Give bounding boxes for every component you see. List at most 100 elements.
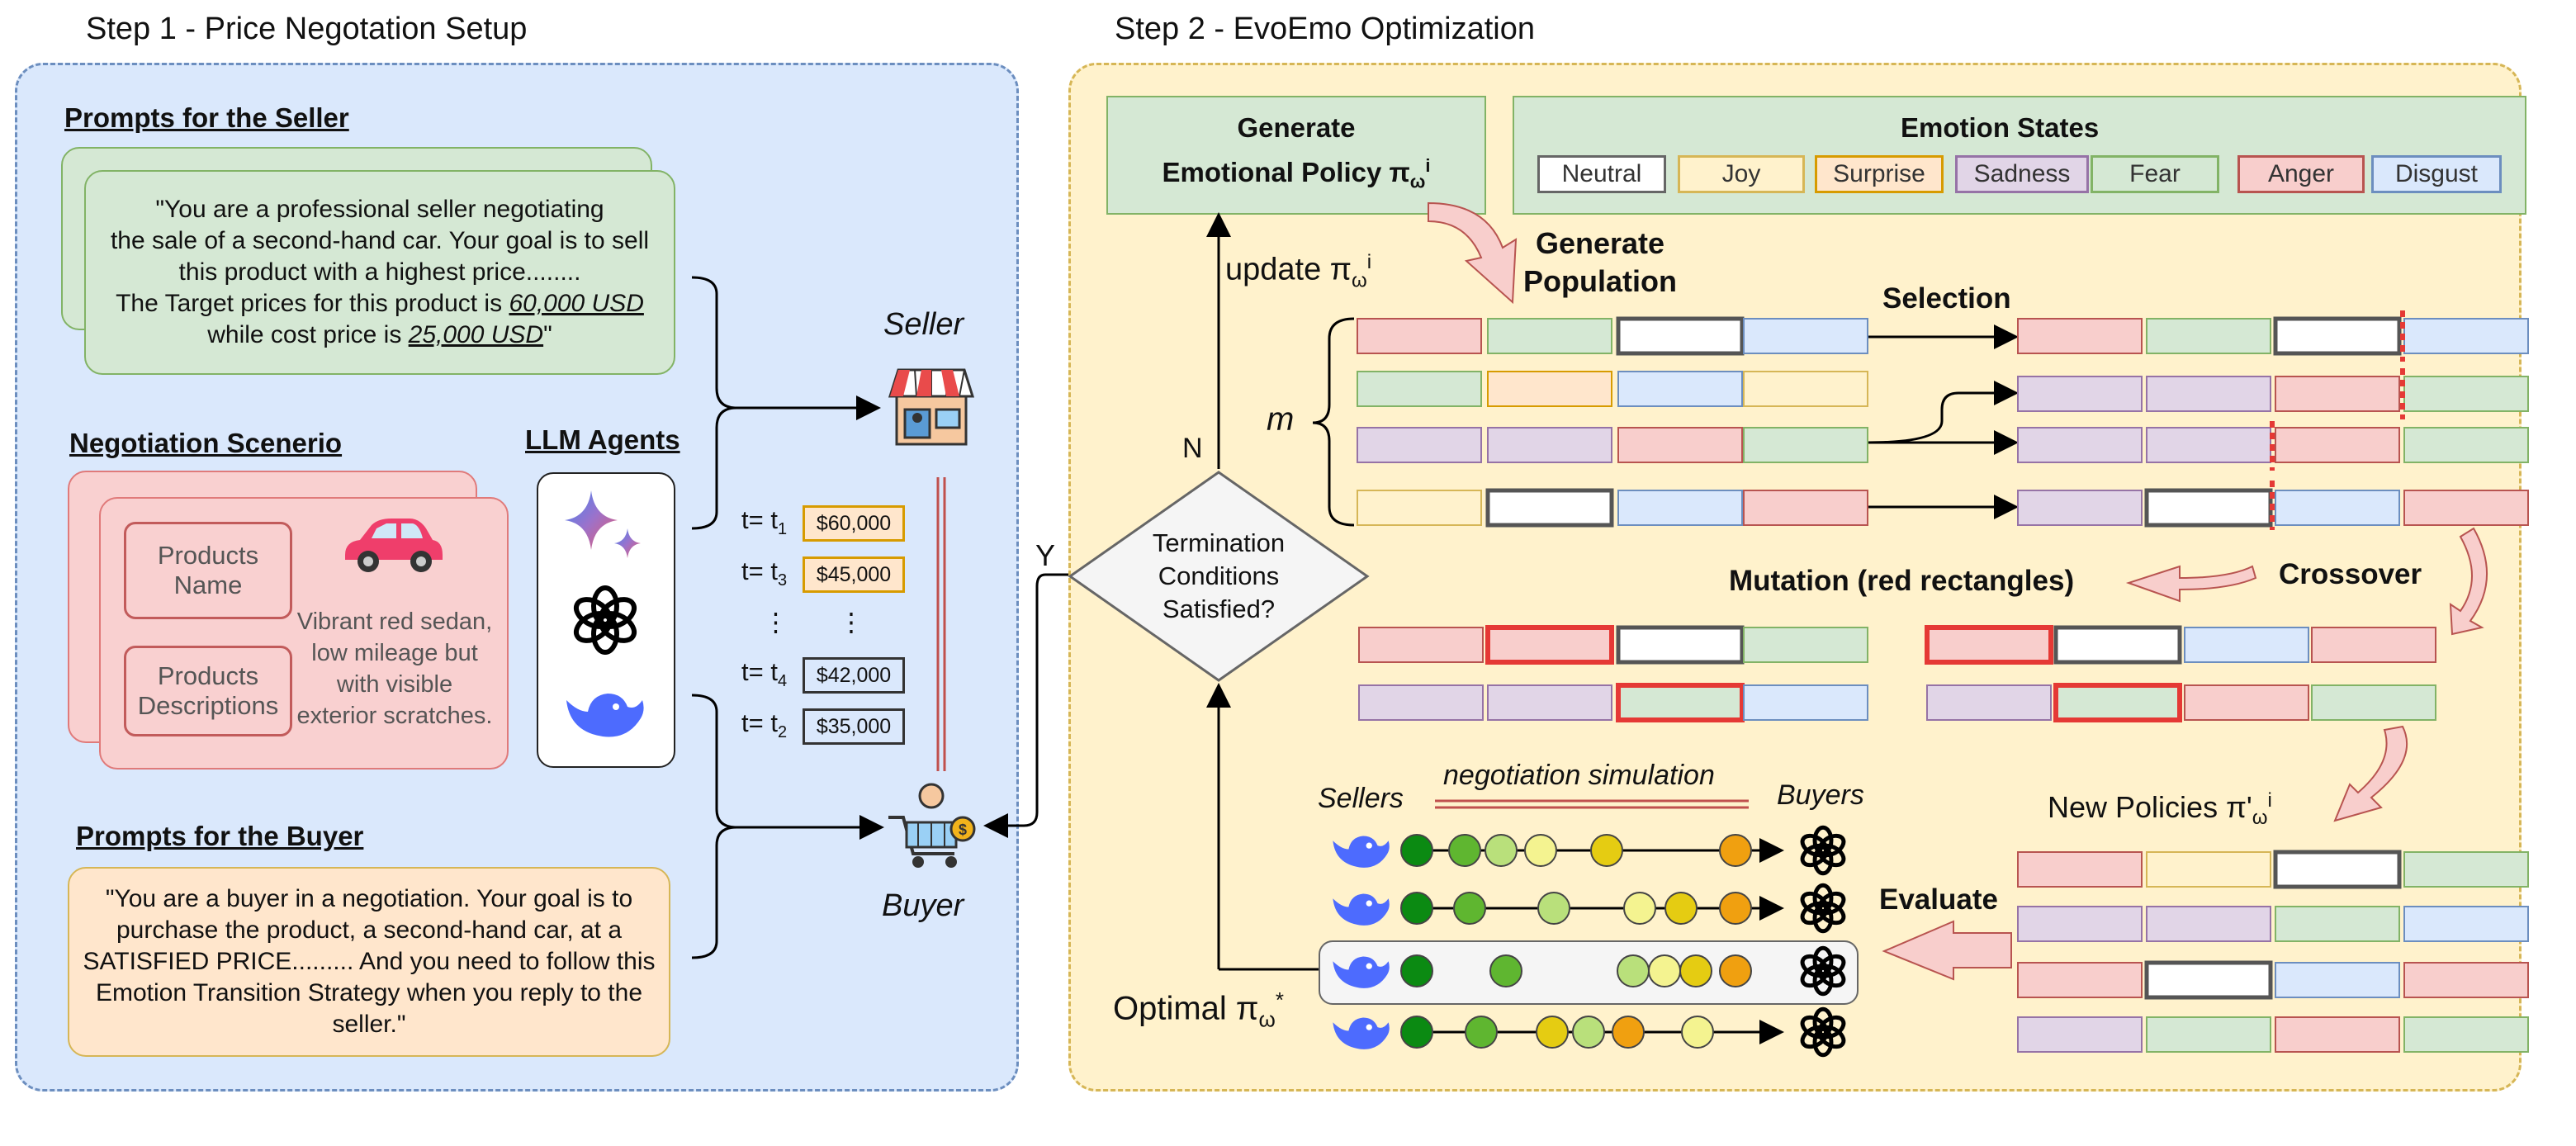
new-policies-label: New Policies π'ωi	[2048, 789, 2272, 830]
sim-dot-r2-1	[1400, 892, 1433, 925]
policy-sub: ω	[1409, 171, 1426, 192]
sim-dot-r3-3	[1617, 954, 1650, 987]
llm-agents-heading: LLM Agents	[525, 424, 680, 455]
seller-prompt-line5: while cost price is	[207, 321, 402, 348]
buyer-openai-icon-2	[1797, 882, 1849, 935]
sim-dot-r4-2	[1465, 1016, 1498, 1049]
timeline-step-label-2: t= t3	[741, 556, 788, 590]
update-sub: ω	[1352, 269, 1367, 292]
optimal-row-highlight	[1319, 940, 1859, 1005]
buyer-openai-icon-3	[1797, 945, 1849, 997]
selected-gene-r3-c2	[2146, 427, 2271, 463]
population-gene-r2-c2	[1487, 371, 1612, 407]
seller-prompt-line2: the sale of a second-hand car. Your goal…	[110, 227, 650, 254]
sim-dot-r3-4	[1648, 954, 1681, 987]
selected-gene-r4-c4	[2403, 490, 2529, 526]
timeline-step-label-1: t= t1	[741, 505, 788, 539]
termination-line1: Termination	[1152, 528, 1286, 557]
selected-gene-r1-c4	[2403, 318, 2529, 354]
buyer-openai-icon-4	[1797, 1006, 1849, 1058]
generate-population-line1: Generate	[1535, 226, 1665, 260]
sim-dot-r2-4	[1623, 892, 1656, 925]
timeline-step-label-3: ⋮	[763, 608, 788, 637]
new-policy-gene-r1-c1	[2017, 851, 2143, 888]
new-policy-gene-r1-c4	[2403, 851, 2529, 888]
update-label: update πωi	[1225, 251, 1371, 292]
population-gene-r2-c4	[1743, 371, 1868, 407]
sim-dot-r1-5	[1590, 834, 1623, 867]
new-policy-gene-r1-c2	[2146, 851, 2271, 888]
new-policy-gene-r4-c2	[2146, 1016, 2271, 1053]
sim-dot-r2-2	[1453, 892, 1486, 925]
sim-dot-r4-3	[1536, 1016, 1569, 1049]
buyer-openai-icon-1	[1797, 824, 1849, 877]
new-policy-gene-r1-c3	[2273, 850, 2402, 889]
optimal-sup: *	[1275, 987, 1284, 1012]
new-policy-gene-r3-c3	[2275, 962, 2400, 998]
cost-price: 25,000 USD	[408, 321, 544, 348]
emotion-legend-fear: Fear	[2091, 155, 2219, 193]
car-description: Vibrant red sedan, low mileage but with …	[296, 609, 493, 729]
new-policies-sub: ω	[2252, 807, 2268, 830]
optimal-text: Optimal π	[1113, 990, 1259, 1027]
crossover-gene-r2-c2	[2053, 683, 2182, 722]
selected-gene-r1-c1	[2017, 318, 2143, 354]
gemini-icon	[565, 490, 641, 558]
new-policy-gene-r2-c1	[2017, 906, 2143, 942]
population-gene-r3-c1	[1357, 427, 1482, 463]
seller-deepseek-icon-4	[1329, 1009, 1392, 1055]
selected-gene-r2-c4	[2403, 376, 2529, 412]
mutation-gene-r1-c2	[1485, 625, 1614, 665]
population-gene-r4-c2	[1485, 488, 1614, 528]
crossover-gene-r1-c1	[1925, 625, 2053, 665]
crossover-gene-r1-c2	[2053, 625, 2182, 665]
update-sup: i	[1366, 251, 1372, 273]
buyer-prompt-card: "You are a buyer in a negotiation. Your …	[68, 867, 670, 1057]
buyers-label: Buyers	[1777, 779, 1864, 811]
new-policies-sup: i	[2267, 789, 2272, 812]
population-gene-r2-c3	[1617, 371, 1743, 407]
selected-gene-r3-c3	[2275, 427, 2400, 463]
population-gene-r3-c2	[1487, 427, 1612, 463]
selected-gene-r2-c1	[2017, 376, 2143, 412]
selected-gene-r4-c3	[2275, 490, 2400, 526]
sim-dot-r1-4	[1524, 834, 1557, 867]
sim-dot-r1-3	[1485, 834, 1518, 867]
generate-policy-line1: Generate	[1237, 112, 1356, 144]
update-text: update π	[1225, 252, 1352, 287]
car-icon	[345, 519, 443, 572]
timeline-price-4: $42,000	[803, 657, 905, 694]
sim-dot-r3-6	[1719, 954, 1752, 987]
emotion-legend-neutral: Neutral	[1537, 155, 1666, 193]
simulation-label: negotiation simulation	[1443, 760, 1715, 791]
products-name-box: Products Name	[124, 522, 292, 619]
generate-policy-line2: Emotional Policy π	[1162, 157, 1410, 188]
termination-line2: Conditions	[1158, 561, 1280, 590]
evaluate-label: Evaluate	[1879, 883, 1998, 916]
buyer-prompts-heading: Prompts for the Buyer	[76, 821, 364, 851]
population-gene-r1-c2	[1487, 318, 1612, 354]
sim-dot-r4-4	[1572, 1016, 1605, 1049]
new-policy-gene-r4-c1	[2017, 1016, 2143, 1053]
emotion-legend-joy: Joy	[1678, 155, 1805, 193]
mutation-gene-r1-c4	[1743, 627, 1868, 663]
sellers-label: Sellers	[1318, 783, 1404, 814]
sim-dot-r2-6	[1719, 892, 1752, 925]
sim-dot-r3-2	[1489, 954, 1522, 987]
emotion-legend-surprise: Surprise	[1815, 155, 1944, 193]
products-descriptions-box: Products Descriptions	[124, 646, 292, 736]
timeline-price-5: $35,000	[803, 708, 905, 745]
scenario-heading: Negotiation Scenerio	[69, 428, 343, 458]
mutation-gene-r2-c4	[1743, 684, 1868, 721]
cart-icon: $	[888, 783, 976, 868]
selected-gene-r3-c1	[2017, 427, 2143, 463]
new-policy-gene-r4-c3	[2275, 1016, 2400, 1053]
sim-dot-r2-3	[1537, 892, 1570, 925]
population-gene-r1-c3	[1616, 316, 1745, 356]
crossover-gene-r2-c3	[2184, 684, 2309, 721]
new-policy-gene-r3-c2	[2144, 960, 2273, 1000]
timeline-price-1: $60,000	[803, 505, 905, 542]
target-price: 60,000 USD	[509, 290, 644, 317]
selected-gene-r4-c1	[2017, 490, 2143, 526]
